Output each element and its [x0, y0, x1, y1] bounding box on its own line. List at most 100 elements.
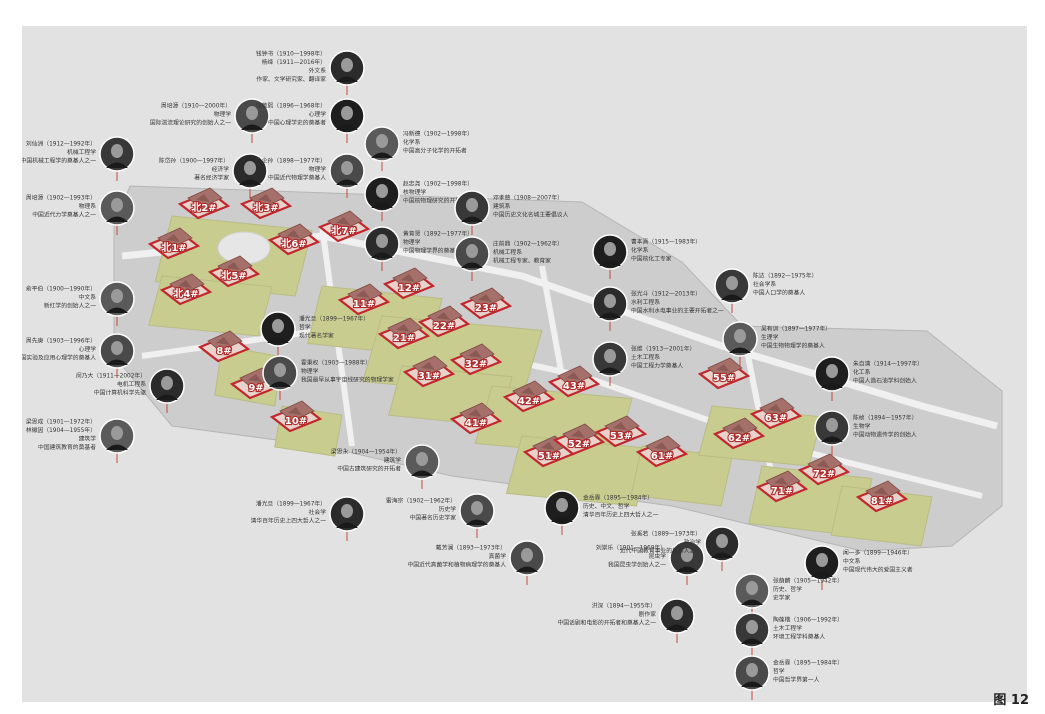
building-24[interactable]: 61# — [635, 435, 689, 468]
person-detail: 杨绛（1911—2016年） — [262, 58, 326, 66]
building-5[interactable]: 北7# — [317, 210, 371, 243]
building-gable — [478, 294, 492, 302]
building-11[interactable]: 22# — [417, 305, 471, 338]
person-detail: 建筑学 — [384, 456, 402, 464]
portrait-face — [556, 498, 568, 512]
portrait-face — [341, 106, 353, 120]
person-note: 中国建筑教育的奠基者 — [38, 443, 96, 451]
building-3[interactable]: 北1# — [147, 227, 201, 260]
person-note: 作家、文学研究家、翻译家 — [256, 75, 326, 83]
person-note: 中国计算机科学先驱 — [94, 389, 146, 397]
person-note: 我国昆虫学创始人之一 — [608, 561, 666, 569]
person-name: 戴芳澜（1893—1973年） — [436, 544, 506, 552]
lawn-block — [830, 485, 933, 547]
portrait-shoulders — [371, 152, 393, 158]
building-18[interactable]: 41# — [449, 402, 503, 435]
building-15[interactable]: 10# — [269, 400, 323, 433]
person-detail: 真菌学 — [489, 552, 507, 560]
building-gable — [288, 407, 302, 415]
person-name: 吴有训（1897—1977年） — [761, 325, 831, 333]
person-name: 朱自清（1914—1997年） — [853, 360, 923, 368]
person-note: 中国著名历史学家 — [410, 514, 457, 522]
building-17[interactable]: 32# — [449, 343, 503, 376]
building-label: 8# — [216, 346, 231, 357]
person-detail: 林徽因（1904—1955年） — [26, 426, 96, 434]
building-28[interactable]: 71# — [755, 470, 809, 503]
person-detail: 物理系 — [79, 202, 97, 210]
portrait-face — [826, 364, 838, 378]
building-6[interactable]: 北4# — [159, 273, 213, 306]
building-30[interactable]: 81# — [855, 480, 909, 513]
building-7[interactable]: 北5# — [207, 255, 261, 288]
person-name: 刘崇乐（1901—1969年） — [596, 544, 666, 552]
person-detail: 经济学 — [212, 165, 230, 173]
building-22[interactable]: 52# — [552, 423, 606, 456]
person-name: 汪敬熙（1896—1968年） — [256, 102, 326, 110]
portrait-shoulders — [821, 436, 843, 442]
building-label: 42# — [518, 396, 540, 407]
building-gable — [613, 422, 627, 430]
person-note: 国际湍流理论研究的创始人之一 — [150, 119, 231, 127]
portrait-face — [816, 553, 828, 567]
building-16[interactable]: 31# — [402, 355, 456, 388]
portrait-shoulders — [711, 552, 733, 558]
portrait-shoulders — [411, 470, 433, 476]
person-detail: 哲学 — [773, 667, 785, 675]
person-name: 黄育贤（1892—1977年） — [403, 230, 473, 238]
portrait-face — [471, 501, 483, 515]
person-detail: 核物理学 — [403, 188, 426, 196]
building-25[interactable]: 55# — [697, 357, 751, 390]
portrait-face — [246, 106, 258, 120]
building-9[interactable]: 12# — [382, 267, 436, 300]
leader-lines — [116, 85, 833, 700]
person-name: 冯新德（1902—1998年） — [403, 130, 473, 138]
building-label: 9# — [248, 383, 263, 394]
person-detail: 物理学 — [214, 110, 232, 118]
person-note: 现代著名学家 — [299, 332, 334, 340]
building-13[interactable]: 8# — [197, 330, 251, 363]
person-detail: 建筑学 — [79, 434, 97, 442]
portrait-shoulders — [551, 516, 573, 522]
building-2[interactable]: 北3# — [239, 187, 293, 220]
portrait-shoulders — [599, 367, 621, 373]
building-label: 31# — [418, 371, 440, 382]
building-label: 10# — [285, 416, 307, 427]
person-note: 中国话剧和电影的开拓者和奠基人之一 — [557, 619, 656, 627]
person-detail: 心理学 — [309, 110, 327, 118]
building-gable — [654, 442, 668, 450]
building-gable — [768, 404, 782, 412]
portrait-shoulders — [106, 444, 128, 450]
portrait-face — [604, 294, 616, 308]
building-label: 北2# — [191, 201, 216, 214]
building-10[interactable]: 21# — [377, 317, 431, 350]
portrait-shoulders — [599, 312, 621, 318]
building-29[interactable]: 72# — [797, 453, 851, 486]
portrait-shoulders — [336, 76, 358, 82]
portrait-face — [604, 349, 616, 363]
building-4[interactable]: 北6# — [267, 223, 321, 256]
building-27[interactable]: 63# — [749, 397, 803, 430]
building-19[interactable]: 42# — [502, 380, 556, 413]
portrait-face — [746, 663, 758, 677]
building-8[interactable]: 11# — [337, 283, 391, 316]
building-1[interactable]: 北2# — [177, 187, 231, 220]
building-label: 51# — [538, 451, 560, 462]
building-label: 62# — [728, 433, 750, 444]
building-gable — [731, 424, 745, 432]
building-23[interactable]: 53# — [594, 415, 648, 448]
building-12[interactable]: 23# — [459, 287, 513, 320]
person-note: 著名经济学家 — [194, 174, 229, 182]
building-label: 61# — [651, 451, 673, 462]
portrait-face — [341, 58, 353, 72]
building-label: 北4# — [173, 287, 198, 300]
person-note: 中国高分子化学的开拓者 — [403, 147, 467, 155]
building-26[interactable]: 62# — [712, 417, 766, 450]
building-label: 72# — [813, 469, 835, 480]
building-20[interactable]: 43# — [547, 365, 601, 398]
portrait-shoulders — [371, 202, 393, 208]
